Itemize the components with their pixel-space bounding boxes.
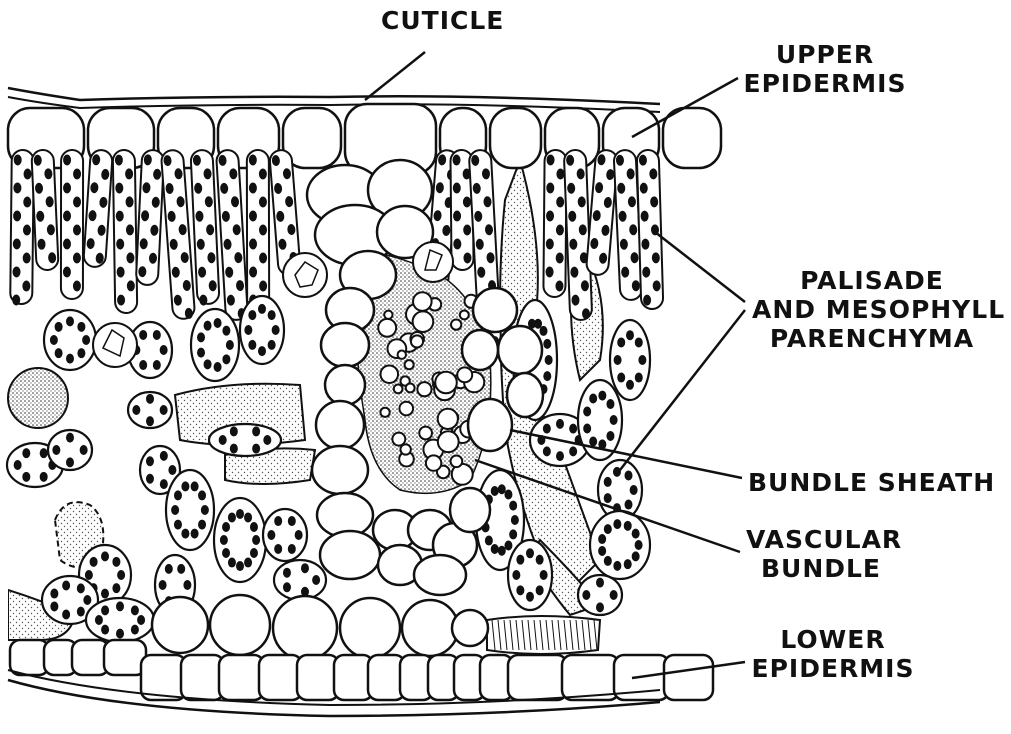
hypodermis-cell [152, 597, 208, 653]
vascular-cell [394, 385, 403, 394]
sheath-cell [507, 373, 543, 417]
lower-epidermis-cell [259, 655, 302, 700]
vascular-cell [438, 431, 459, 452]
sheath-cell [498, 326, 542, 374]
palisade-cell [247, 150, 269, 310]
vascular-cell [381, 365, 399, 383]
hypodermis-cell [273, 596, 337, 660]
upper-epidermis-cell [663, 108, 721, 168]
mesophyll-cell [48, 430, 92, 470]
upper-epidermis-cell [490, 108, 541, 168]
vascular-cell [460, 310, 469, 319]
palisade-leader-1 [655, 232, 745, 302]
vascular-cell [378, 319, 396, 337]
sheath-cell [468, 399, 512, 451]
hypodermis-cell [402, 600, 458, 656]
hypodermis-cell [340, 598, 400, 658]
vascular-cell [411, 335, 423, 347]
mesophyll-cell [166, 470, 214, 550]
hypodermis-cell [210, 595, 270, 655]
mesophyll-cell [274, 560, 326, 600]
vascular-cell [413, 311, 434, 332]
hypodermis-cell [452, 610, 488, 646]
sheath-cell [414, 555, 466, 595]
lower-epidermis-cell [181, 655, 224, 700]
sheath-cell [462, 330, 498, 370]
vascular-cell [451, 319, 461, 329]
vascular-cell [438, 409, 458, 429]
palisade-cell [10, 150, 34, 306]
sheath-cell [312, 446, 368, 494]
vascular-cell [426, 455, 441, 470]
mesophyll-cell [128, 392, 172, 428]
mesophyll-cell [263, 509, 307, 561]
label-upper-epidermis: UPPEREPIDERMIS [740, 40, 910, 98]
vascular-cell [398, 351, 406, 359]
vascular-cell [380, 408, 389, 417]
mesophyll-cell [209, 424, 281, 456]
mesophyll-cell [240, 296, 284, 364]
vascular-cell [435, 372, 457, 394]
palisade-cell [113, 150, 138, 313]
vascular-cell [384, 311, 392, 319]
mesophyll-cell [191, 309, 239, 381]
mesophyll-cell [578, 575, 622, 615]
vascular-cell [392, 433, 405, 446]
sheath-cell [320, 531, 380, 579]
mesophyll-cell [44, 310, 96, 370]
vascular-cell [401, 444, 411, 454]
vascular-cell [457, 367, 472, 382]
mesophyll-cell [86, 598, 154, 642]
vascular-cell [417, 382, 431, 396]
mesophyll-cell [508, 540, 552, 610]
vascular-cell [419, 427, 432, 440]
label-cuticle: CUTICLE [381, 6, 504, 35]
lower-epidermis-cell [297, 655, 339, 700]
lower-fiber-patch [487, 616, 600, 654]
palisade-cell [61, 150, 83, 299]
vascular-cell [413, 292, 432, 311]
mesophyll-cell [610, 320, 650, 400]
lower-epidermis-cell [219, 655, 264, 700]
vascular-cell [405, 360, 414, 369]
vascular-cell [399, 402, 413, 416]
label-bundle-sheath: BUNDLE SHEATH [748, 468, 995, 497]
sheath-cell [325, 365, 365, 405]
sheath-cell [450, 488, 490, 532]
sheath-cell [473, 288, 517, 332]
mesophyll-cell [214, 498, 266, 582]
cuticle-leader [365, 52, 425, 100]
vascular-cell [406, 383, 415, 392]
lower-epidermis-cell [104, 640, 146, 675]
vascular-cell [451, 455, 463, 467]
mesophyll-cell [590, 511, 650, 579]
sheath-cell [321, 323, 369, 367]
palisade-cell [543, 150, 566, 297]
palisade-cell [31, 150, 58, 271]
lower-epidermis-cell [508, 655, 567, 700]
lower-epidermis-cell [664, 655, 713, 700]
lower-epidermis-cell [562, 655, 619, 700]
sheath-cell [316, 401, 364, 449]
palisade-cell [637, 150, 664, 310]
